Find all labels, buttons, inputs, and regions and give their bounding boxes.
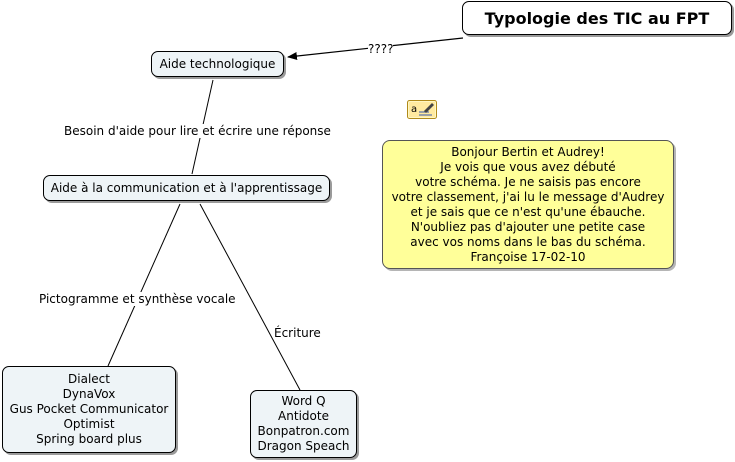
list-item: Antidote	[278, 409, 329, 423]
note-line: votre classement, j'ai lu le message d'A…	[391, 190, 665, 204]
note-line: avec vos noms dans le bas du schéma.	[410, 235, 646, 249]
list-item: Optimist	[63, 417, 115, 431]
node-aide-technologique[interactable]: Aide technologique	[151, 51, 284, 77]
link-label-besoin: Besoin d'aide pour lire et écrire une ré…	[64, 124, 331, 138]
note-line: Je vois que vous avez débuté	[440, 160, 616, 174]
note-line: et je sais que ce n'est qu'une ébauche.	[410, 205, 646, 219]
node-label: Aide technologique	[159, 56, 276, 71]
note-line: Françoise 17-02-10	[470, 250, 586, 264]
list-item: Spring board plus	[36, 432, 142, 446]
svg-text:a: a	[411, 104, 417, 115]
list-item: DynaVox	[62, 387, 116, 401]
root-node[interactable]: Typologie des TIC au FPT	[462, 1, 732, 35]
node-pictogramme-list[interactable]: Dialect DynaVox Gus Pocket Communicator …	[2, 366, 176, 453]
list-item: Dialect	[68, 372, 110, 386]
list-item: Bonpatron.com	[257, 424, 350, 438]
note-edit-icon[interactable]: a	[407, 100, 437, 120]
link-communication-to-ecriture	[199, 203, 301, 391]
comment-note[interactable]: Bonjour Bertin et Audrey! Je vois que vo…	[382, 140, 674, 269]
link-communication-to-pictogramme	[107, 203, 181, 367]
root-title: Typologie des TIC au FPT	[484, 8, 710, 28]
list-item: Gus Pocket Communicator	[9, 402, 169, 416]
node-ecriture-list[interactable]: Word Q Antidote Bonpatron.com Dragon Spe…	[250, 390, 357, 458]
note-line: votre schéma. Je ne saisis pas encore	[415, 175, 641, 189]
link-label-root-to-aide: ????	[368, 42, 394, 56]
node-aide-communication[interactable]: Aide à la communication et à l'apprentis…	[43, 175, 330, 201]
list-item: Dragon Speach	[257, 439, 350, 453]
list-item: Word Q	[281, 394, 326, 408]
link-label-pictogramme: Pictogramme et synthèse vocale	[39, 292, 236, 306]
note-line: N'oubliez pas d'ajouter une petite case	[410, 220, 646, 234]
link-label-ecriture: Écriture	[274, 326, 321, 340]
node-label: Aide à la communication et à l'apprentis…	[50, 180, 323, 195]
note-line: Bonjour Bertin et Audrey!	[451, 145, 605, 159]
